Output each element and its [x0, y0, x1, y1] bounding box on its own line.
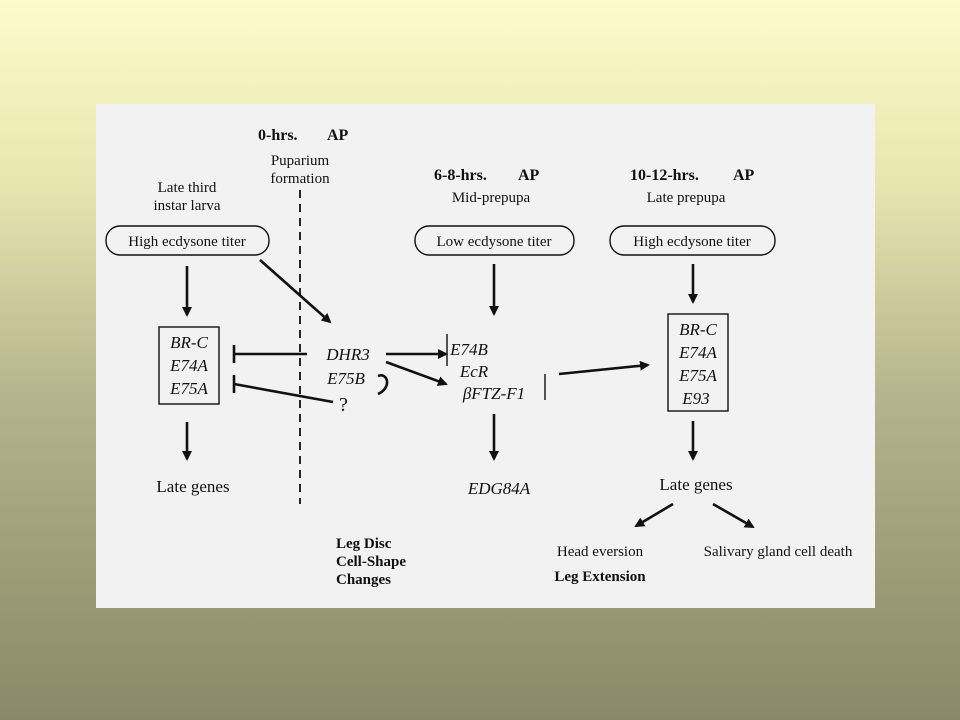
larva-label-line2: instar larva	[153, 198, 220, 214]
titer-box-1	[105, 225, 270, 256]
timepoint-2-time: 10-12-hrs.	[630, 167, 699, 184]
head-eversion-label: Head eversion	[557, 544, 644, 560]
timepoint-0-line2: formation	[270, 171, 330, 187]
arrow-late-genes-to-salivary	[712, 502, 755, 529]
arrow-midgenes-to-box3	[558, 360, 650, 376]
leg-disc-line1: Leg Disc	[336, 536, 392, 552]
box3-gene-2: E74A	[678, 343, 717, 362]
mid-gene-dhr3: DHR3	[325, 345, 369, 364]
timepoint-0-line1: Puparium	[271, 153, 330, 169]
titer-label-1: High ecdysone titer	[128, 234, 245, 250]
box1-gene-1: BR-C	[170, 333, 208, 352]
titer-box-3	[609, 225, 776, 256]
salivary-label: Salivary gland cell death	[704, 544, 853, 560]
midprepupa-gene-ftz: βFTZ-F1	[462, 384, 525, 403]
late-genes-label-2: Late genes	[659, 475, 732, 494]
titer-label-2: Low ecdysone titer	[437, 234, 552, 250]
larva-label-line1: Late third	[158, 180, 217, 196]
inhibit-e75b-curve	[377, 374, 389, 396]
late-genes-label-1: Late genes	[156, 477, 229, 496]
edg-label: EDG84A	[467, 479, 531, 498]
box1-gene-2: E74A	[169, 356, 208, 375]
unknown-factor: ?	[339, 394, 348, 416]
midprepupa-gene-ecr: EcR	[459, 362, 489, 381]
titer-box-2	[414, 225, 575, 256]
timepoint-1-unit: AP	[518, 167, 540, 184]
leg-disc-line2: Cell-Shape	[336, 554, 406, 570]
box1-gene-3: E75A	[169, 379, 208, 398]
box3-gene-1: BR-C	[679, 320, 717, 339]
timepoint-0-unit: AP	[327, 127, 349, 144]
timepoint-2-unit: AP	[733, 167, 755, 184]
gene-box-1	[158, 326, 220, 405]
arrow-late-genes-to-head-eversion	[634, 502, 674, 528]
diagram-panel: 0-hrs. AP Puparium formation Late third …	[96, 104, 875, 608]
leg-disc-line3: Changes	[336, 572, 391, 588]
box3-gene-4: E93	[681, 389, 709, 408]
titer-label-3: High ecdysone titer	[633, 234, 750, 250]
arrow-dhr3-to-ftz	[385, 360, 448, 386]
mid-gene-e75b: E75B	[326, 369, 365, 388]
timepoint-0-time: 0-hrs.	[258, 127, 298, 144]
ecdysone-pathway-diagram: 0-hrs. AP Puparium formation Late third …	[105, 127, 853, 588]
arrow-titer1-to-dhr3	[259, 259, 332, 324]
midprepupa-gene-e74b: E74B	[449, 340, 488, 359]
timepoint-1-time: 6-8-hrs.	[434, 167, 487, 184]
gene-box-3	[667, 313, 729, 412]
timepoint-2-stage: Late prepupa	[647, 190, 726, 206]
inhibit-unknown-box1	[233, 382, 334, 404]
timepoint-1-stage: Mid-prepupa	[452, 190, 531, 206]
leg-extension-label: Leg Extension	[554, 569, 646, 585]
box3-gene-3: E75A	[678, 366, 717, 385]
